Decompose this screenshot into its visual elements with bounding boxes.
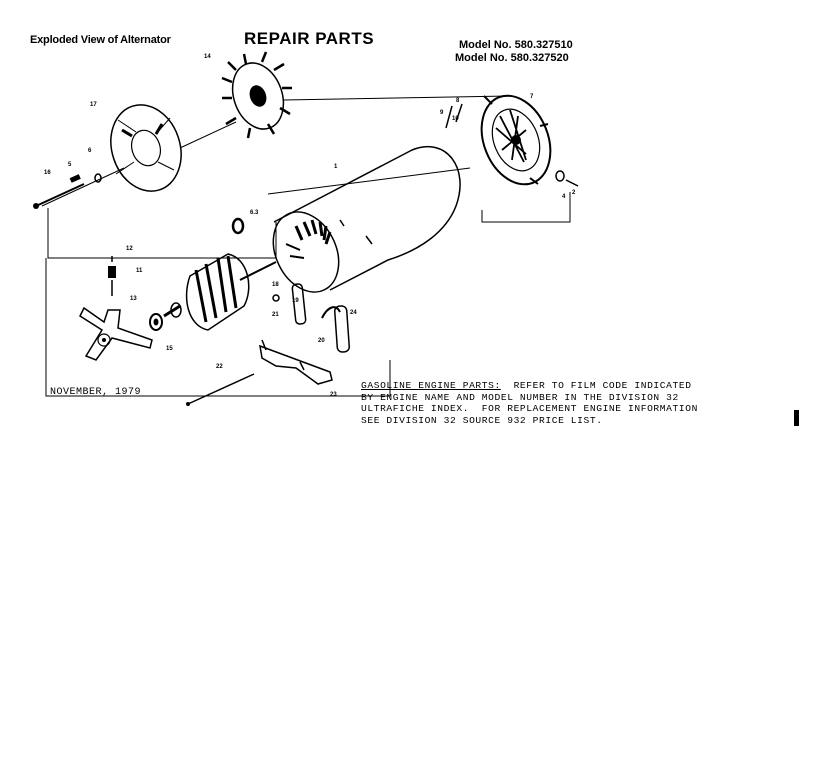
- note-heading: GASOLINE ENGINE PARTS:: [361, 380, 501, 391]
- part-label: 12: [126, 246, 133, 252]
- bearing-part: [149, 313, 163, 331]
- brush-parts: [108, 256, 116, 296]
- part-label: 22: [216, 364, 223, 370]
- diagram-subtitle: Exploded View of Alternator: [30, 34, 171, 46]
- base-bracket-part: [259, 339, 333, 385]
- part-label: 24: [350, 310, 357, 316]
- note-line-3: ULTRAFICHE INDEX. FOR REPLACEMENT ENGINE…: [361, 403, 698, 414]
- rear-end-cap-part: [480, 94, 552, 186]
- bushing-part: [231, 217, 245, 235]
- note-line-1: REFER TO FILM CODE INDICATED: [500, 380, 692, 391]
- engine-parts-note: GASOLINE ENGINE PARTS: REFER TO FILM COD…: [361, 380, 801, 426]
- part-label: 16: [44, 170, 51, 176]
- part-label: 14: [204, 54, 211, 60]
- revision-date: NOVEMBER, 1979: [50, 387, 142, 398]
- part-label: 19: [292, 298, 299, 304]
- thru-bolt-part: [33, 173, 102, 209]
- part-label: 1: [334, 164, 338, 170]
- part-label: 21: [272, 312, 279, 318]
- part-label: 13: [130, 296, 137, 302]
- side-brackets-part: [272, 283, 351, 353]
- rotor-part: [163, 253, 277, 331]
- part-label: 6.3: [250, 210, 259, 216]
- end-bell-part: [110, 104, 182, 192]
- model-number-1: Model No. 580.327510: [459, 39, 573, 51]
- part-label: 17: [90, 102, 97, 108]
- part-label: 8: [456, 98, 460, 104]
- mounting-bracket-part: [79, 306, 153, 361]
- stator-housing-part: [272, 145, 461, 293]
- part-label: 23: [330, 392, 337, 398]
- part-label: 2: [572, 190, 576, 196]
- assembly-guide-lines: [41, 95, 571, 397]
- part-labels: 14 17 7 8 9 10 5 6 16 4 1 6.3 12 11 13 1…: [44, 54, 576, 398]
- fan-part: [221, 51, 292, 139]
- part-label: 7: [530, 94, 534, 100]
- page-edge-marker: [794, 410, 799, 426]
- note-line-4: SEE DIVISION 32 SOURCE 932 PRICE LIST.: [361, 414, 603, 426]
- part-label: 18: [272, 282, 279, 288]
- part-label: 11: [136, 268, 143, 274]
- small-screws-part: [445, 103, 579, 187]
- part-label: 4: [562, 194, 566, 200]
- part-label: 20: [318, 338, 325, 344]
- part-label: 5: [68, 162, 72, 168]
- part-label: 10: [452, 116, 459, 122]
- part-label: 6: [88, 148, 92, 154]
- part-label: 15: [166, 346, 173, 352]
- page-title: REPAIR PARTS: [244, 29, 375, 48]
- long-rod-part: [186, 373, 255, 406]
- part-label: 9: [440, 110, 444, 116]
- note-line-2: BY ENGINE NAME AND MODEL NUMBER IN THE D…: [361, 391, 679, 403]
- model-number-2: Model No. 580.327520: [455, 52, 569, 64]
